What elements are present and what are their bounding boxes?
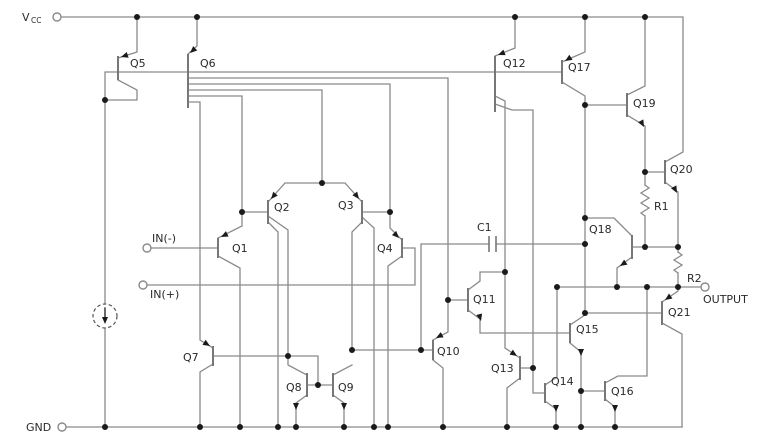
in-neg-label: IN(-) <box>152 232 176 245</box>
q13-label: Q13 <box>491 362 514 375</box>
q2-label: Q2 <box>274 201 290 214</box>
q6-emitter-arrow-icon <box>190 46 198 53</box>
q3-label: Q3 <box>338 199 354 212</box>
q13-emitter-arrow-icon <box>509 349 517 356</box>
q4-label: Q4 <box>377 242 393 255</box>
q12-emitter-arrow-icon <box>498 49 506 56</box>
q8-label: Q8 <box>286 381 302 394</box>
r1-label: R1 <box>654 200 669 213</box>
current-source-circle <box>92 303 118 329</box>
q18-label: Q18 <box>589 223 612 236</box>
q1-emitter-arrow-icon <box>221 231 229 237</box>
capacitor-c1 <box>488 236 497 252</box>
vcc-sub-label: CC <box>31 16 41 25</box>
in-neg-terminal <box>142 243 152 253</box>
q2-emitter-arrow-icon <box>271 191 278 199</box>
output-terminal <box>700 282 710 292</box>
q11-emitter-arrow-icon <box>476 313 483 321</box>
vcc-label: V <box>22 11 30 24</box>
q6-label: Q6 <box>200 57 216 70</box>
q16-emitter-arrow-icon <box>612 405 618 412</box>
in-pos-terminal <box>138 280 148 290</box>
q7-label: Q7 <box>183 351 199 364</box>
q15-emitter-arrow-icon <box>578 349 584 356</box>
q5-emitter-arrow-icon <box>121 51 129 58</box>
q4-emitter-arrow-icon <box>391 230 399 238</box>
current-source <box>92 303 118 329</box>
q19-label: Q19 <box>633 97 656 110</box>
labels-layer: V CC GND IN(-) IN(+) OUTPUT Q1 Q2 Q3 Q4 … <box>22 11 748 434</box>
q16-label: Q16 <box>611 385 634 398</box>
q20-label: Q20 <box>670 163 693 176</box>
c1-label: C1 <box>477 221 492 234</box>
vcc-terminal <box>52 12 62 22</box>
r2-label: R2 <box>687 272 702 285</box>
q10-emitter-arrow-icon <box>436 332 444 338</box>
q8-emitter-arrow-icon <box>293 403 299 410</box>
emitter-arrows <box>121 46 677 412</box>
output-label: OUTPUT <box>703 293 748 306</box>
gnd-label: GND <box>26 421 51 434</box>
q9-label: Q9 <box>338 381 354 394</box>
q10-label: Q10 <box>437 345 460 358</box>
transistor-bars <box>117 54 666 403</box>
junction-dots <box>102 14 681 430</box>
current-source-arrow-icon <box>102 317 108 324</box>
gnd-terminal <box>57 422 67 432</box>
q19-emitter-arrow-icon <box>638 119 644 127</box>
q15-label: Q15 <box>576 323 599 336</box>
q3-emitter-arrow-icon <box>352 191 359 199</box>
q9-emitter-arrow-icon <box>341 403 347 410</box>
q17-label: Q17 <box>568 61 591 74</box>
in-pos-label: IN(+) <box>150 288 179 301</box>
q14-label: Q14 <box>551 375 574 388</box>
terminals <box>52 12 710 432</box>
q14-emitter-arrow-icon <box>553 405 559 412</box>
q11-label: Q11 <box>473 293 496 306</box>
q7-emitter-arrow-icon <box>202 339 210 346</box>
wire-layer <box>60 16 702 428</box>
q21-label: Q21 <box>668 306 691 319</box>
q21-emitter-arrow-icon <box>665 293 673 300</box>
q5-label: Q5 <box>130 57 146 70</box>
q1-label: Q1 <box>232 242 248 255</box>
q20-emitter-arrow-icon <box>671 185 677 193</box>
q18-emitter-arrow-icon <box>620 259 628 266</box>
q12-label: Q12 <box>503 57 526 70</box>
q17-emitter-arrow-icon <box>565 54 573 61</box>
